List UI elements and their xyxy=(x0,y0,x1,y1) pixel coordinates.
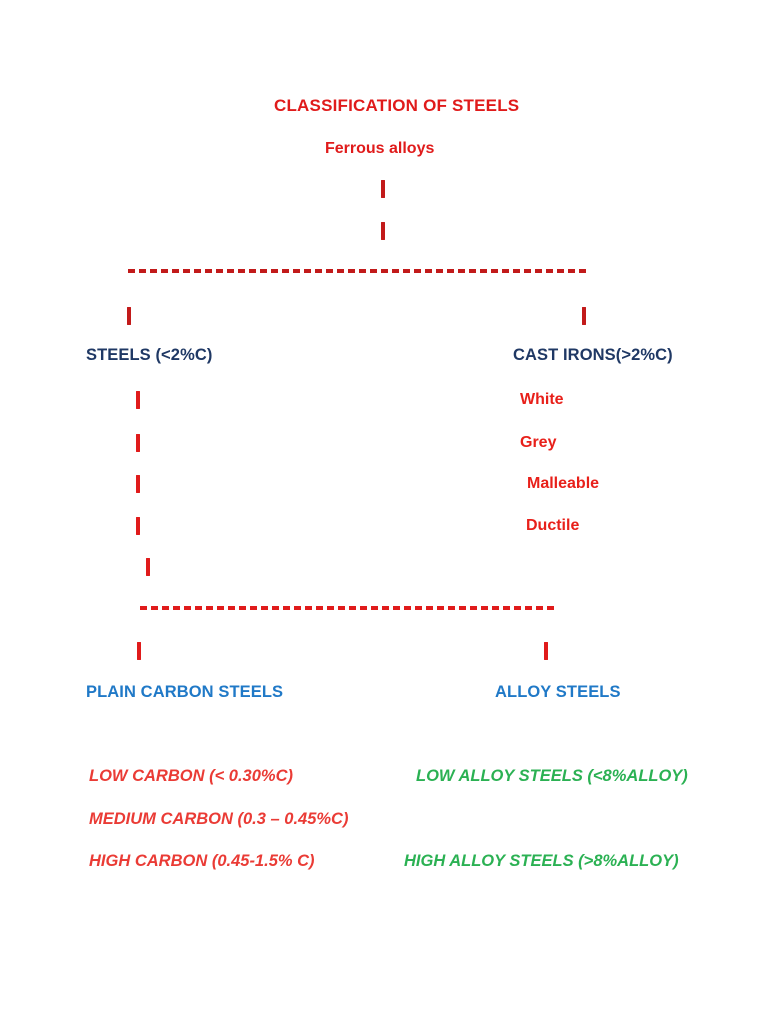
heading-cast-irons: CAST IRONS(>2%C) xyxy=(513,346,673,364)
grade-low-carbon: LOW CARBON (< 0.30%C) xyxy=(89,767,293,785)
connector-bar-alloy-steels xyxy=(544,642,548,660)
heading-plain-carbon-steels: PLAIN CARBON STEELS xyxy=(86,683,284,701)
grade-low-alloy-steels: LOW ALLOY STEELS (<8%ALLOY) xyxy=(416,767,688,785)
connector-bar-steels-2 xyxy=(136,434,140,452)
root-node-ferrous-alloys: Ferrous alloys xyxy=(325,140,435,157)
connector-bar-steels-3 xyxy=(136,475,140,493)
connector-bar-steels-1 xyxy=(136,391,140,409)
cast-iron-type-white: White xyxy=(520,391,564,408)
connector-bar-plain-carbon xyxy=(137,642,141,660)
connector-bar-steels-5 xyxy=(146,558,150,576)
connector-bar-cast-irons xyxy=(582,307,586,325)
cast-iron-type-malleable: Malleable xyxy=(527,475,600,492)
connector-bar-root-1 xyxy=(381,180,385,198)
connector-bar-root-2 xyxy=(381,222,385,240)
split-line-top xyxy=(128,269,590,273)
cast-iron-type-ductile: Ductile xyxy=(526,517,580,534)
connector-bar-steels xyxy=(127,307,131,325)
connector-bar-steels-4 xyxy=(136,517,140,535)
grade-medium-carbon: MEDIUM CARBON (0.3 – 0.45%C) xyxy=(89,810,349,828)
cast-iron-type-grey: Grey xyxy=(520,434,557,451)
grade-high-alloy-steels: HIGH ALLOY STEELS (>8%ALLOY) xyxy=(404,852,679,870)
heading-steels: STEELS (<2%C) xyxy=(86,346,213,364)
heading-alloy-steels: ALLOY STEELS xyxy=(495,683,621,701)
grade-high-carbon: HIGH CARBON (0.45-1.5% C) xyxy=(89,852,315,870)
page-title: CLASSIFICATION OF STEELS xyxy=(274,96,520,115)
split-line-bottom xyxy=(140,606,554,610)
